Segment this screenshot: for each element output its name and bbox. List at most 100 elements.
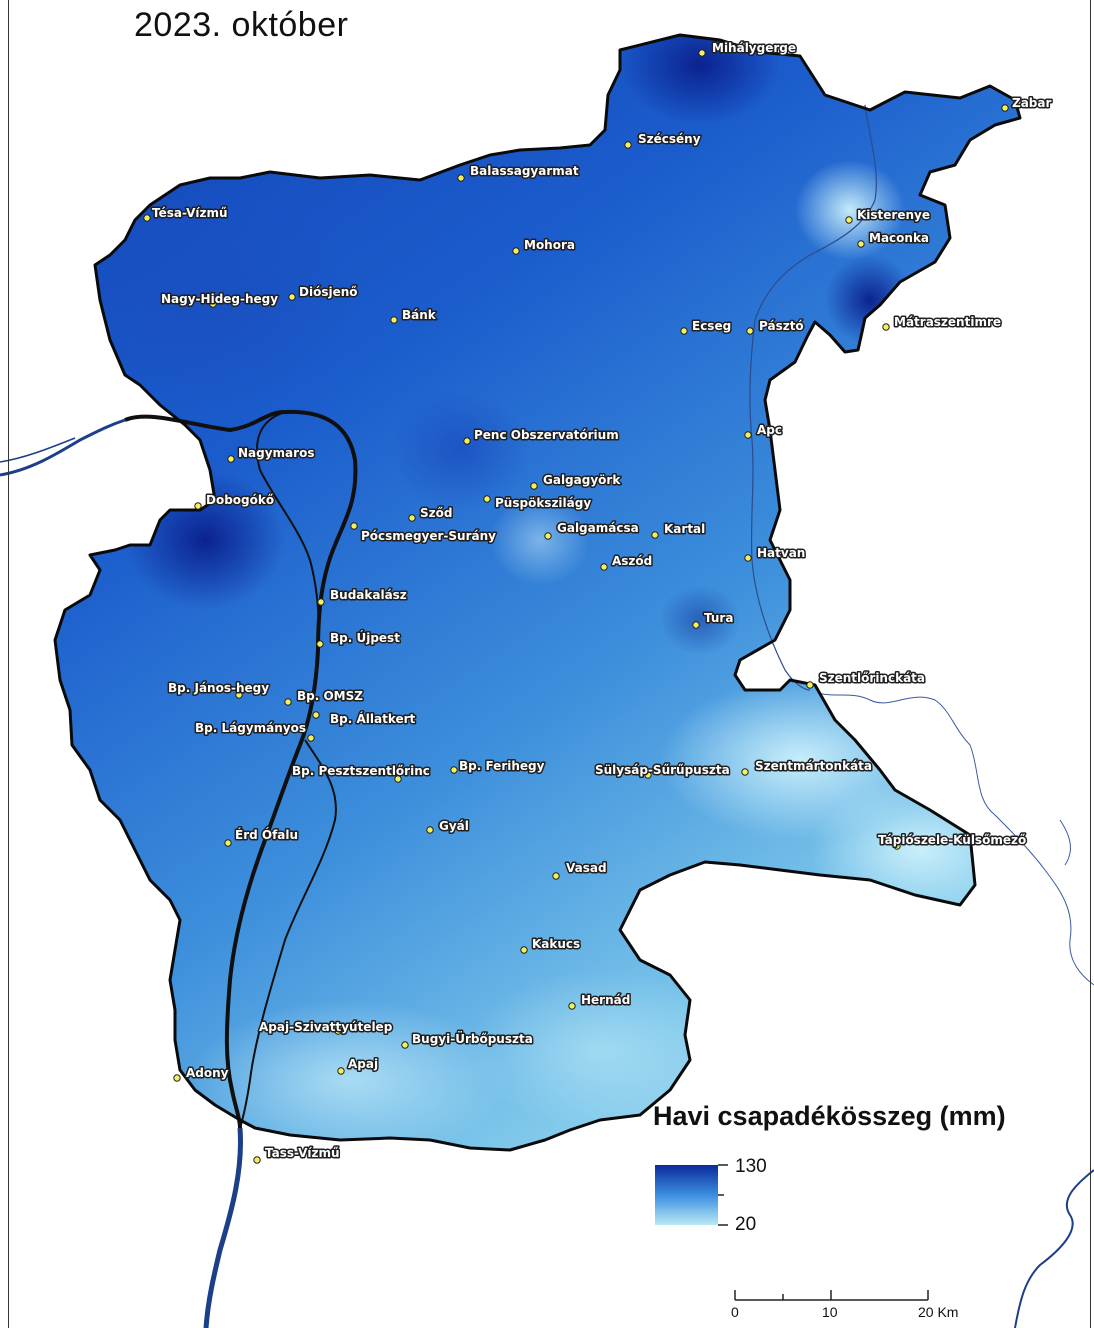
station-puspokszilagy: Püspökszilágy [483, 495, 593, 512]
station-label: Budakalász [330, 588, 407, 602]
station-dot [394, 775, 402, 783]
station-label: Bp. Lágymányos [195, 721, 306, 735]
station-dot [744, 431, 752, 439]
station-label: Gyál [439, 819, 469, 833]
station-szentmartonkata: Szentmártonkáta [741, 758, 874, 776]
danube-river [124, 409, 358, 1129]
station-dot [463, 437, 471, 445]
station-dot [744, 554, 752, 562]
station-label: Bánk [402, 308, 437, 322]
station-bp-allatkert: Bp. Állatkert [312, 710, 417, 728]
station-label: Bp. Pesztszentlőrinc [292, 764, 430, 778]
frame-left [8, 0, 9, 1328]
station-label: Tápiószele-Külsőmező [878, 833, 1026, 847]
station-label: Szentlőrinckáta [819, 671, 925, 685]
station-label: Diósjenő [299, 285, 358, 299]
station-label: Tésa-Vízmű [152, 206, 228, 220]
station-galgagyork: Galgagyörk [530, 472, 623, 490]
station-dot [312, 711, 320, 719]
station-dot [194, 502, 202, 510]
map-title: 2023. október [134, 6, 349, 44]
station-dot [692, 621, 700, 629]
station-mihalygerge: Mihálygerge [698, 40, 798, 57]
station-bank: Bánk [390, 307, 438, 324]
station-apaj-szivattyutelep: Apaj-Szivattyútelep [258, 1019, 395, 1036]
station-paszto: Pásztó [746, 318, 805, 335]
station-label: Mihálygerge [712, 41, 796, 55]
station-label: Galgagyörk [543, 473, 621, 487]
station-label: Pócsmegyer-Surány [361, 529, 496, 543]
station-dot [530, 482, 538, 490]
station-label: Dobogókő [206, 493, 274, 507]
station-nagymaros: Nagymaros [227, 445, 316, 463]
station-pocsmegyer: Pócsmegyer-Surány [350, 522, 498, 545]
scale-bar [734, 1290, 929, 1301]
station-label: Érd Ófalu [235, 827, 298, 842]
station-sulysap: Sülysáp-Sűrűpuszta [594, 762, 731, 779]
station-dot [224, 839, 232, 847]
station-dot [209, 300, 217, 308]
station-label: Galgamácsa [557, 521, 639, 535]
station-label: Sülysáp-Sűrűpuszta [595, 763, 730, 777]
station-szod: Sződ [408, 505, 454, 522]
station-bp-janos-hegy: Bp. János-hegy [167, 680, 271, 699]
station-label: Tass-Vízmű [265, 1146, 340, 1160]
station-dot [552, 872, 560, 880]
station-label: Bugyi-Ürbőpuszta [412, 1031, 533, 1046]
station-label: Ecseg [692, 319, 731, 333]
station-label: Sződ [420, 506, 452, 520]
station-bugyi: Bugyi-Ürbőpuszta [401, 1030, 534, 1049]
station-dot [857, 240, 865, 248]
station-label: Hernád [581, 993, 630, 1007]
station-dot [644, 771, 652, 779]
station-bp-ujpest: Bp. Újpest [316, 629, 402, 648]
station-dot [450, 766, 458, 774]
station-matraszentimre: Mátraszentimre [882, 314, 1003, 331]
station-dot [651, 531, 659, 539]
station-kartal: Kartal [651, 521, 707, 539]
station-label: Bp. Újpest [330, 630, 400, 645]
station-dot [457, 174, 465, 182]
station-label: Bp. Ferihegy [459, 759, 545, 773]
station-maconka: Maconka [857, 230, 931, 248]
station-balassagyarmat: Balassagyarmat [457, 163, 580, 182]
scale-label-20: 20 Km [918, 1304, 959, 1320]
station-label: Mátraszentimre [894, 315, 1001, 329]
danube-river-lower [203, 1127, 243, 1328]
station-label: Tura [704, 611, 733, 625]
station-galgamacsa: Galgamácsa [544, 520, 640, 540]
legend-max-label: 130 [735, 1156, 767, 1177]
station-bp-lagymanyos: Bp. Lágymányos [194, 720, 315, 742]
station-hernad: Hernád [568, 992, 632, 1010]
legend-color-bar [655, 1165, 718, 1225]
station-dot [520, 946, 528, 954]
county-boundary [53, 33, 1022, 1152]
station-label: Zabar [1012, 96, 1051, 110]
station-dot [253, 1156, 261, 1164]
legend-min-label: 20 [735, 1214, 757, 1235]
station-adony: Adony [173, 1065, 230, 1082]
station-tapioszele: Tápiószele-Külsőmező [877, 832, 1028, 850]
station-dot [288, 293, 296, 301]
station-label: Püspökszilágy [495, 496, 591, 510]
station-label: Szentmártonkáta [755, 759, 872, 773]
station-dot [624, 141, 632, 149]
danube-branch-csepel [239, 739, 337, 1129]
danube-river-upper-branch [0, 437, 76, 463]
station-label: Pásztó [759, 319, 804, 333]
station-dot [882, 323, 890, 331]
station-dot [143, 214, 151, 222]
station-dot [806, 681, 814, 689]
station-label: Apaj [348, 1057, 378, 1071]
station-dot [317, 598, 325, 606]
station-label: Adony [186, 1066, 229, 1080]
station-dot [401, 1041, 409, 1049]
station-dot [512, 247, 520, 255]
danube-branch-szentendre [256, 411, 320, 651]
station-dot [568, 1002, 576, 1010]
station-dot [334, 1027, 342, 1035]
station-label: Nagy-Hideg-hegy [161, 292, 278, 306]
station-gyal: Gyál [426, 818, 470, 835]
river-northeast-outside [1059, 819, 1071, 866]
